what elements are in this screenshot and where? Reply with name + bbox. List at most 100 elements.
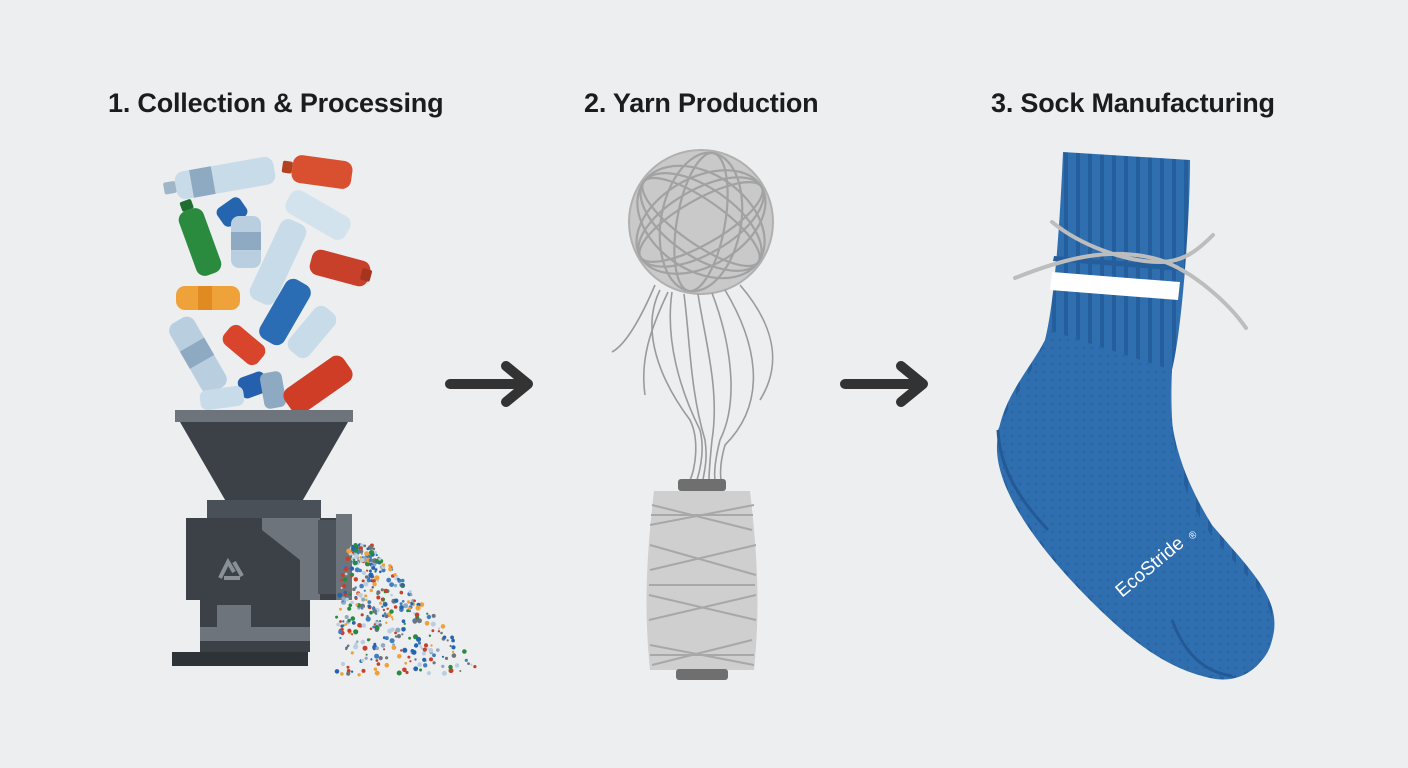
plastic-flake bbox=[389, 638, 395, 644]
plastic-flake bbox=[441, 664, 445, 669]
plastic-flake bbox=[413, 612, 416, 615]
plastic-flake bbox=[350, 651, 354, 655]
plastic-flake bbox=[394, 631, 397, 635]
plastic-flake bbox=[366, 569, 369, 572]
plastic-flake bbox=[462, 649, 467, 654]
plastic-flake bbox=[402, 647, 408, 653]
plastic-flake bbox=[401, 627, 406, 632]
plastic-flake bbox=[350, 575, 353, 578]
plastic-flake bbox=[340, 578, 343, 582]
plastic-flake bbox=[394, 598, 399, 603]
plastic-flake bbox=[393, 573, 397, 577]
plastic-flake bbox=[358, 592, 363, 598]
plastic-bottle-icon bbox=[231, 216, 261, 268]
plastic-flake bbox=[353, 644, 359, 650]
plastic-flake bbox=[422, 647, 427, 652]
plastic-flake bbox=[353, 561, 357, 566]
plastic-flake bbox=[348, 592, 352, 596]
plastic-flake bbox=[378, 656, 383, 661]
plastic-flake bbox=[363, 581, 369, 587]
plastic-flake bbox=[396, 634, 401, 639]
plastic-flake bbox=[360, 658, 365, 663]
plastic-flake bbox=[442, 635, 447, 640]
plastic-flake bbox=[360, 639, 366, 645]
plastic-flake bbox=[354, 553, 359, 559]
plastic-flake bbox=[417, 662, 422, 667]
plastic-flake bbox=[402, 667, 407, 673]
plastic-flake bbox=[355, 603, 359, 607]
plastic-flake bbox=[357, 623, 362, 628]
plastic-flake bbox=[334, 669, 340, 674]
plastic-flake bbox=[359, 557, 365, 563]
plastic-flake bbox=[351, 621, 356, 625]
plastic-flake bbox=[342, 577, 348, 582]
plastic-flake bbox=[365, 616, 371, 622]
plastic-flake bbox=[363, 544, 367, 548]
plastic-flake bbox=[379, 570, 382, 574]
plastic-flake bbox=[419, 602, 425, 607]
plastic-flake bbox=[346, 644, 350, 648]
plastic-flake bbox=[345, 597, 349, 602]
plastic-bottle-icon bbox=[249, 219, 307, 305]
plastic-flake bbox=[451, 638, 455, 643]
plastic-flake bbox=[358, 548, 364, 554]
plastic-flake bbox=[368, 546, 372, 550]
plastic-flake bbox=[351, 544, 354, 548]
plastic-flake bbox=[362, 645, 368, 651]
plastic-flake bbox=[393, 605, 398, 609]
thread-spool-icon bbox=[646, 479, 758, 680]
plastic-bottle-icon bbox=[259, 371, 287, 409]
plastic-flake bbox=[374, 653, 380, 659]
plastic-flake bbox=[367, 600, 372, 604]
plastic-flake bbox=[389, 609, 394, 614]
plastic-flake bbox=[416, 618, 422, 624]
plastic-flake bbox=[449, 644, 452, 648]
plastic-flake bbox=[364, 656, 368, 660]
plastic-flake bbox=[344, 615, 349, 619]
plastic-flake bbox=[342, 583, 347, 589]
plastic-flake bbox=[437, 630, 441, 633]
plastic-flake bbox=[440, 624, 446, 629]
plastic-flake bbox=[401, 633, 404, 636]
plastic-flake bbox=[360, 613, 364, 617]
plastic-flake bbox=[365, 653, 368, 656]
plastic-flake bbox=[340, 586, 343, 590]
plastic-flake bbox=[438, 627, 441, 630]
plastic-flake bbox=[375, 646, 380, 651]
plastic-flake bbox=[394, 635, 398, 638]
plastic-flake bbox=[335, 615, 339, 619]
plastic-flake bbox=[380, 588, 384, 592]
plastic-flake bbox=[366, 638, 371, 642]
plastic-flake bbox=[410, 593, 413, 597]
plastic-flake bbox=[409, 660, 412, 663]
plastic-flake bbox=[372, 579, 376, 583]
plastic-flake bbox=[361, 623, 366, 628]
plastic-flake bbox=[430, 644, 433, 647]
plastic-flake bbox=[369, 627, 373, 631]
plastic-flake bbox=[397, 577, 400, 581]
plastic-flake bbox=[423, 663, 428, 668]
plastic-flake bbox=[401, 600, 405, 603]
plastic-flake bbox=[412, 619, 417, 624]
plastic-flake bbox=[365, 598, 368, 602]
plastic-flake bbox=[436, 648, 440, 652]
plastic-flake bbox=[368, 569, 372, 573]
plastic-flake bbox=[450, 635, 454, 640]
plastic-flake bbox=[350, 670, 354, 673]
plastic-flake bbox=[400, 649, 403, 652]
plastic-flake bbox=[404, 661, 408, 665]
plastic-flake bbox=[353, 548, 359, 553]
plastic-flake bbox=[428, 634, 432, 637]
plastic-flake bbox=[343, 590, 347, 595]
plastic-flake bbox=[360, 607, 364, 610]
plastic-flake bbox=[388, 567, 393, 572]
plastic-flake bbox=[426, 612, 429, 615]
plastic-flake bbox=[373, 623, 376, 626]
plastic-flake bbox=[376, 662, 381, 666]
plastic-flake bbox=[426, 671, 431, 676]
plastic-flake bbox=[370, 564, 374, 567]
plastic-flake bbox=[415, 636, 422, 642]
plastic-flake bbox=[348, 603, 353, 607]
plastic-bottle-icon bbox=[259, 278, 311, 346]
